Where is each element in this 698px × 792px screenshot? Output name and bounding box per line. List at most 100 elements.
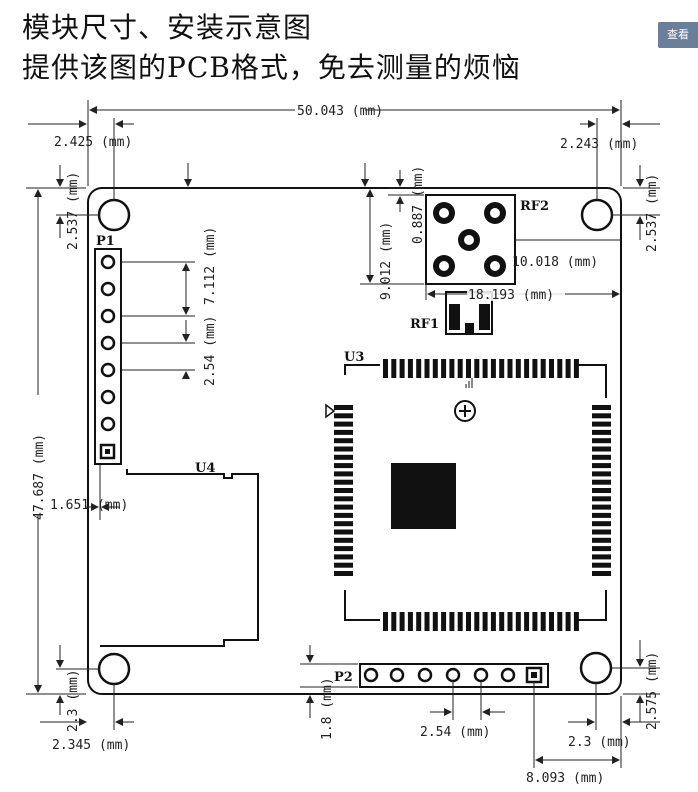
mounting-hole-top-left	[97, 198, 131, 232]
mounting-hole-bottom-right	[579, 651, 613, 685]
u3-pad	[532, 612, 538, 631]
u3-label: U3	[344, 350, 364, 365]
u3-pad	[466, 359, 471, 378]
u3-pad	[334, 546, 353, 552]
u3-pad	[441, 359, 447, 378]
dim-p1-pitch: 2.54 (mm)	[203, 316, 218, 386]
dim-hole-tl-y: 2.537 (mm)	[66, 172, 81, 250]
dim-hole-tr-x: 2.243 (mm)	[560, 137, 638, 152]
u3-pad	[334, 454, 353, 460]
u3-module	[325, 359, 611, 631]
u3-pad	[482, 359, 488, 378]
page-subtitle: 提供该图的PCB格式，免去测量的烦恼	[22, 51, 521, 84]
u3-pad	[334, 421, 353, 427]
u3-pad	[592, 429, 611, 435]
u3-pad	[592, 521, 611, 527]
rf2-connector	[425, 194, 516, 285]
u3-pad	[592, 405, 611, 410]
u3-pad	[592, 571, 611, 576]
dim-hole-tr-y: 2.537 (mm)	[645, 174, 660, 252]
u3-pad	[334, 571, 353, 576]
p2-label: P2	[334, 670, 353, 685]
u3-pad	[592, 454, 611, 460]
u3-pad	[592, 504, 611, 510]
u3-pad	[540, 612, 546, 631]
u3-pad	[399, 359, 405, 378]
u3-pad	[557, 612, 563, 631]
u3-pad	[549, 612, 554, 631]
mounting-hole-top-right	[580, 198, 614, 232]
u3-pad	[490, 359, 496, 378]
u3-pad	[474, 359, 480, 378]
u3-pad	[573, 359, 579, 378]
dim-p1-span: 7.112 (mm)	[203, 227, 218, 305]
u3-pad	[334, 496, 353, 502]
dim-rf2-top: 0.887 (mm)	[411, 166, 426, 244]
u3-pad	[549, 359, 554, 378]
u3-pad	[565, 612, 571, 631]
u3-pad	[592, 512, 611, 518]
u3-pad	[334, 463, 353, 469]
u3-pad	[391, 612, 397, 631]
u3-pad	[334, 413, 353, 419]
dim-board-width: 50.043 (mm)	[297, 104, 383, 119]
dim-hole-bl-y: 2.3 (mm)	[66, 669, 81, 732]
u3-pad	[507, 612, 513, 631]
u3-pad	[515, 359, 521, 378]
rf2-label: RF2	[520, 199, 549, 214]
view-button[interactable]: 查看	[658, 22, 698, 48]
dim-rf2-left: 9.012 (mm)	[379, 222, 394, 300]
dim-p2-offset: 8.093 (mm)	[526, 771, 604, 786]
u3-pad	[383, 612, 388, 631]
dim-rf2-width: 10.018 (mm)	[512, 255, 598, 270]
u3-pad	[592, 438, 611, 444]
dim-hole-br-x: 2.3 (mm)	[568, 735, 631, 750]
u3-pad	[592, 546, 611, 552]
u3-pad	[432, 612, 438, 631]
u3-pad	[490, 612, 496, 631]
u3-pad	[416, 359, 422, 378]
u3-pad	[466, 612, 471, 631]
u3-pad	[592, 479, 611, 485]
u3-pad	[334, 446, 353, 452]
u3-pad	[334, 479, 353, 485]
u3-pad	[507, 359, 513, 378]
dim-rf2-right: 18.193 (mm)	[468, 288, 554, 303]
u3-pad	[573, 612, 579, 631]
u3-pad	[540, 359, 546, 378]
u3-pad	[592, 446, 611, 452]
u3-pad	[334, 471, 353, 477]
u3-pad	[457, 612, 463, 631]
u3-pad	[592, 562, 611, 568]
u3-pad	[557, 359, 563, 378]
u3-pad	[592, 496, 611, 502]
u3-pad	[592, 471, 611, 477]
u3-pad	[334, 438, 353, 444]
mounting-hole-bottom-left	[97, 652, 131, 686]
u3-pad	[334, 512, 353, 518]
u3-pad	[565, 359, 571, 378]
u3-pad	[334, 488, 353, 493]
page-title: 模块尺寸、安装示意图	[22, 11, 313, 44]
u3-pad	[515, 612, 521, 631]
u3-pad	[524, 612, 530, 631]
u3-pad	[334, 521, 353, 527]
dim-board-height: 47.687 (mm)	[32, 434, 47, 520]
p1-label: P1	[96, 234, 115, 249]
u3-pad	[432, 359, 438, 378]
rf1-label: RF1	[410, 317, 439, 332]
u3-pad	[407, 359, 413, 378]
u3-pad	[449, 359, 455, 378]
dim-p2-pitch: 2.54 (mm)	[420, 725, 490, 740]
u3-pad	[424, 612, 430, 631]
u3-pad	[457, 359, 463, 378]
u3-pad	[592, 421, 611, 427]
u4-label: U4	[195, 461, 215, 476]
u3-pad	[399, 612, 405, 631]
p1-header	[94, 248, 122, 465]
u3-pad	[532, 359, 538, 378]
dim-hole-tl-x: 2.425 (mm)	[54, 135, 132, 150]
u3-pad	[424, 359, 430, 378]
u3-pad	[334, 504, 353, 510]
